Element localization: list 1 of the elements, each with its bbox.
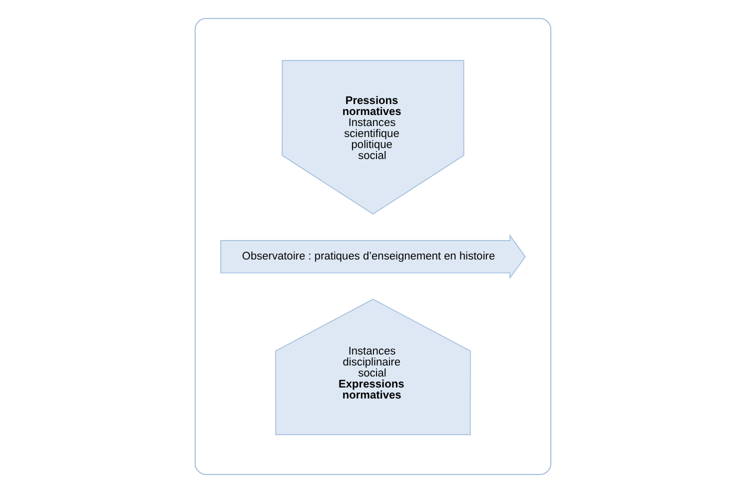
cluster [194,18,551,475]
